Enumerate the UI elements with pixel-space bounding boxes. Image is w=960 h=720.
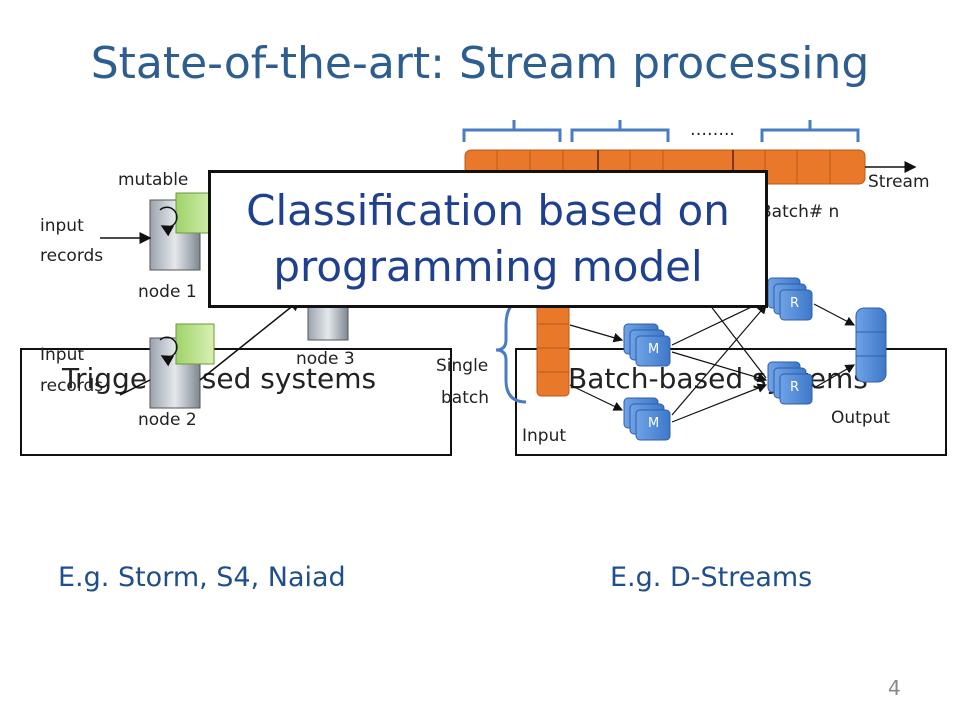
input-records-2-line1: Input (40, 345, 85, 365)
mapper-stack-bottom (623, 397, 671, 441)
output-cylinder (855, 307, 887, 383)
callout-line-2: programming model (273, 242, 703, 291)
batch-n-label: Batch# n (760, 202, 840, 222)
page-number: 4 (888, 676, 901, 700)
reducer-top-label: R (790, 296, 800, 311)
node-3-label: node 3 (296, 349, 355, 369)
input-records-1-line1: input (40, 216, 84, 236)
single-batch-column (536, 299, 570, 397)
input-records-1-line2: records (40, 246, 104, 266)
batch-example: E.g. D-Streams (610, 562, 813, 593)
output-label: Output (831, 408, 891, 428)
server-node-2-icon (149, 323, 215, 409)
trigger-based-box (20, 348, 452, 456)
input-label: Input (522, 426, 567, 446)
mutable-label: mutable (118, 170, 189, 190)
batch-based-label: Batch-based systems (568, 362, 868, 395)
stream-label: Stream (868, 172, 930, 192)
mapper-stack-top (623, 323, 671, 367)
reducer-bottom-label: R (790, 380, 800, 395)
single-batch-line2: batch (441, 388, 489, 408)
single-batch-line1: Single (436, 356, 489, 376)
node-1-label: node 1 (138, 282, 197, 302)
trigger-example: E.g. Storm, S4, Naiad (58, 562, 346, 593)
reducer-stack-top (767, 277, 813, 321)
mapper-top-label: M (648, 342, 660, 357)
node-2-label: node 2 (138, 410, 197, 430)
mapper-bottom-label: M (648, 416, 660, 431)
slide-title: State-of-the-art: Stream processing (90, 38, 870, 89)
input-records-2-line2: records (40, 376, 104, 396)
callout-line-1: Classification based on (246, 186, 730, 235)
reducer-stack-bottom (767, 361, 813, 405)
trigger-based-label: Trigger-based systems (62, 362, 377, 395)
classification-callout: Classification based on programming mode… (208, 170, 768, 308)
server-node-1-icon (149, 192, 217, 271)
dots-label: …….. (690, 120, 735, 140)
